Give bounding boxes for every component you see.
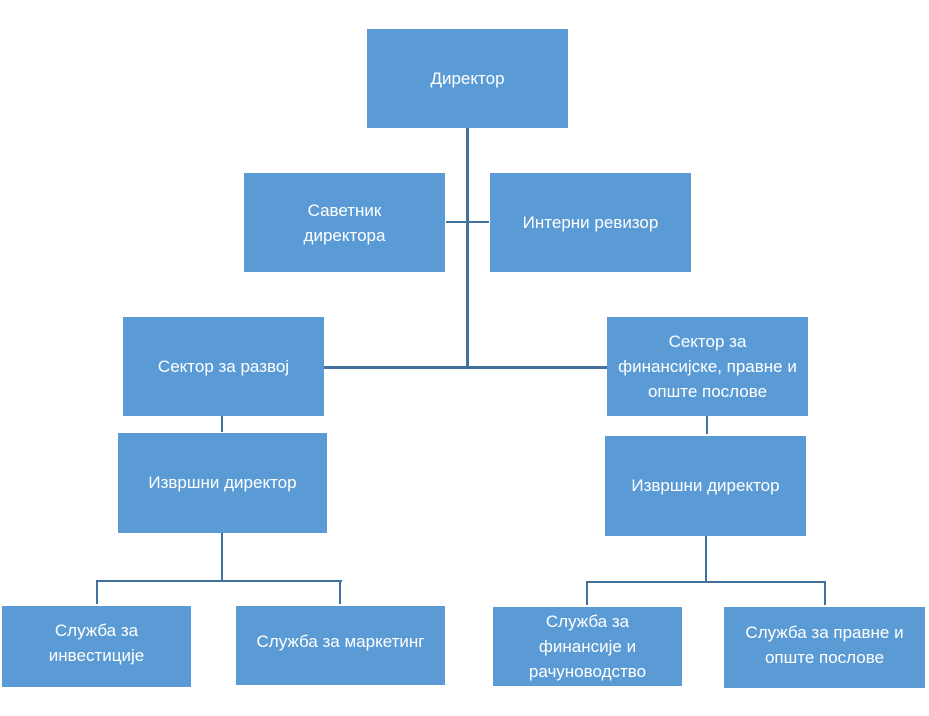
node-director: Директор xyxy=(367,29,568,128)
node-executive-director-right: Извршни директор xyxy=(605,436,806,536)
connector-right-bus xyxy=(586,581,826,583)
connector-director-trunk xyxy=(466,128,469,368)
connector-left-invest xyxy=(96,580,98,604)
node-advisor: Саветник директора xyxy=(244,173,445,272)
connector-left-exec-down xyxy=(221,533,223,581)
connector-right-exec-down xyxy=(705,536,707,582)
node-executive-director-left: Извршни директор xyxy=(118,433,327,533)
connector-right-finance xyxy=(586,581,588,605)
connector-sectors xyxy=(324,366,608,369)
node-legal-general-service: Служба за правне и опште послове xyxy=(724,607,925,688)
connector-assistants xyxy=(446,221,489,223)
node-internal-auditor: Интерни ревизор xyxy=(490,173,691,272)
node-finance-accounting-service: Служба за финансије и рачуноводство xyxy=(493,607,682,686)
connector-fin-exec xyxy=(706,416,708,434)
connector-left-marketing xyxy=(339,580,341,604)
connector-left-bus xyxy=(96,580,342,582)
node-development-sector: Сектор за развој xyxy=(123,317,324,416)
node-finance-legal-sector: Сектор за финансијске, правне и опште по… xyxy=(607,317,808,416)
node-investment-service: Служба за инвестиције xyxy=(2,606,191,687)
node-marketing-service: Служба за маркетинг xyxy=(236,606,445,685)
connector-right-legal xyxy=(824,581,826,605)
connector-dev-exec xyxy=(221,416,223,432)
